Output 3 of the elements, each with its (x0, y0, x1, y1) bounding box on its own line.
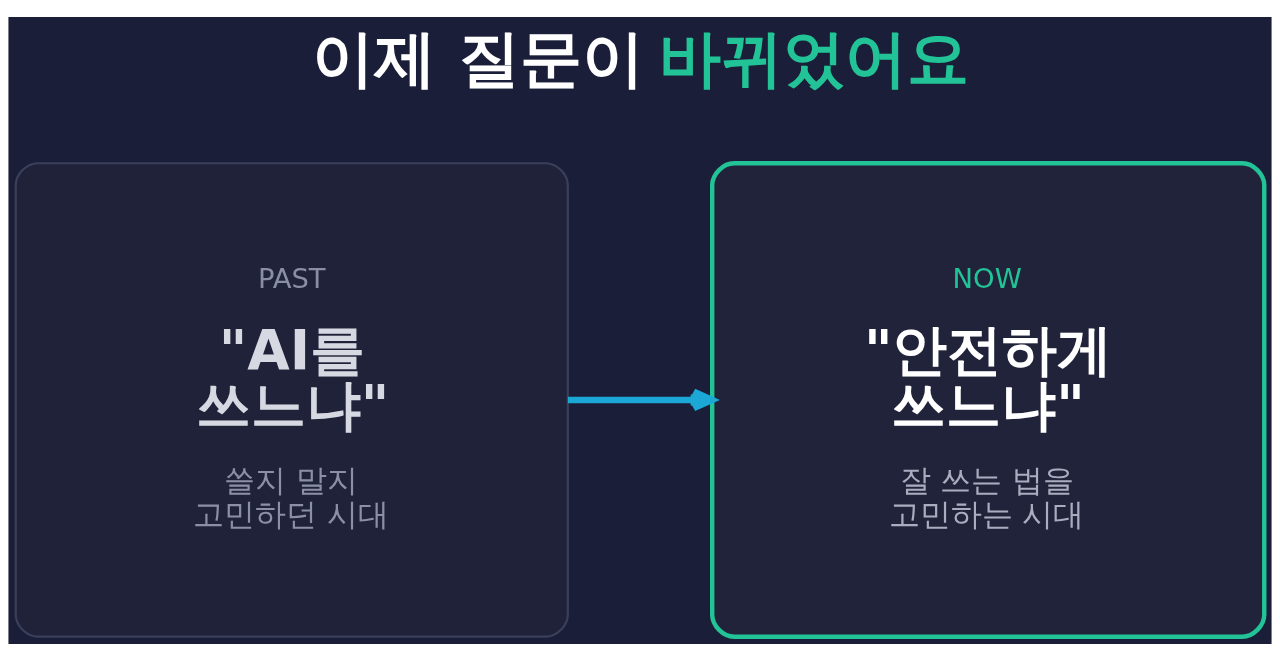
diagram-title: 이제 질문이 바뀌었어요 (311, 21, 970, 95)
node-box: NOW "안전하게 쓰느냐" 잘 쓰는 법을 고민하는 시대 (710, 161, 1267, 639)
node-box: PAST "AI를 쓰느냐" 쓸지 말지 고민하던 시대 (14, 162, 569, 638)
